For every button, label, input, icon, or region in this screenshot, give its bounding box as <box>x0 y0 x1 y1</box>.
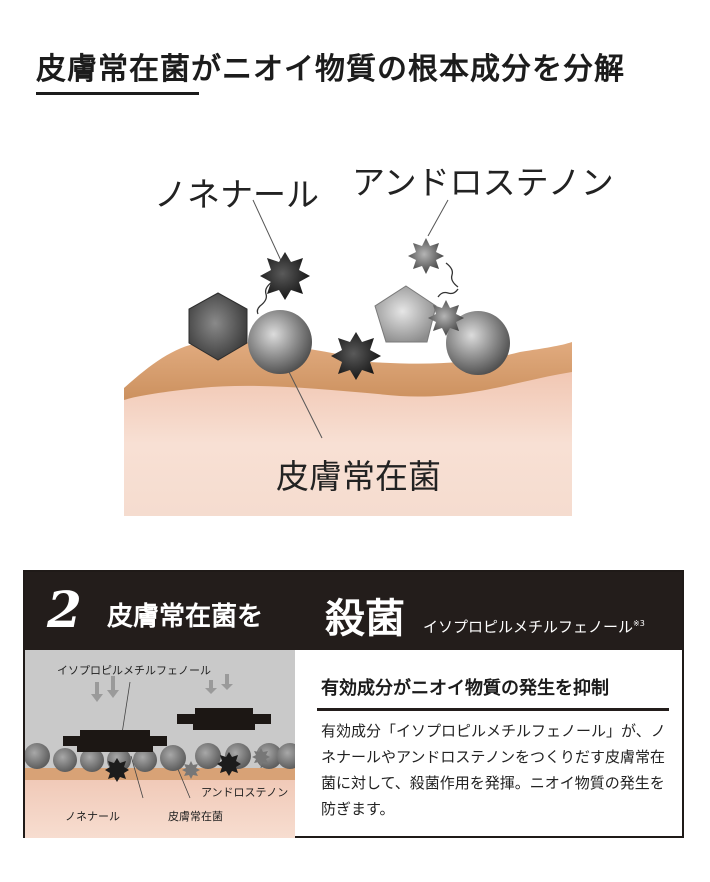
spiky-molecule-icon <box>408 238 444 274</box>
footnote-mark: ※3 <box>633 619 645 628</box>
heading-rule <box>317 708 669 711</box>
odor-diagram: ノネナール アンドロステノン 皮膚常在菌 <box>0 110 710 550</box>
mini-nonenal-label: ノネナール <box>65 810 120 823</box>
mini-ingredient-label: イソプロピルメチルフェノール <box>57 664 211 677</box>
nonenal-label: ノネナール <box>154 175 319 214</box>
description-column: 有効成分がニオイ物質の発生を抑制 有効成分「イソプロピルメチルフェノール」が、ノ… <box>315 650 682 838</box>
down-arrow-icon <box>91 674 233 702</box>
bacteria-sphere-icon <box>446 311 510 375</box>
hexagon-molecule-icon <box>188 292 248 361</box>
ingredient-name: イソプロピルメチルフェノール※3 <box>423 616 645 637</box>
panel-title: 皮膚常在菌を <box>107 602 264 632</box>
title-underline <box>36 92 199 95</box>
sterilize-panel: 2 皮膚常在菌を 殺菌 イソプロピルメチルフェノール※3 <box>23 570 684 838</box>
pentagon-molecule-icon <box>374 285 437 343</box>
bacteria-label: 皮膚常在菌 <box>276 457 441 496</box>
spiky-molecule-icon <box>260 252 310 300</box>
panel-title-emphasis: 殺菌 <box>325 596 405 642</box>
androstenone-label: アンドロステノン <box>352 163 614 202</box>
bacteria-sphere-icon <box>248 310 312 374</box>
mini-bacteria-label: 皮膚常在菌 <box>168 810 223 823</box>
description-heading: 有効成分がニオイ物質の発生を抑制 <box>321 678 609 699</box>
page-title: 皮膚常在菌がニオイ物質の根本成分を分解 <box>36 52 625 87</box>
description-body: 有効成分「イソプロピルメチルフェノール」が、ノネナールやアンドロステノンをつくり… <box>321 722 666 818</box>
spiky-molecule-icon <box>331 332 381 380</box>
spiky-molecule-icon <box>428 300 464 336</box>
step-number: 2 <box>47 580 82 639</box>
panel-header: 2 皮膚常在菌を 殺菌 イソプロピルメチルフェノール※3 <box>25 572 682 650</box>
mini-androstenone-label: アンドロステノン <box>201 786 289 799</box>
mini-diagram: イソプロピルメチルフェノール アンドロステノン ノネナール 皮膚常在菌 <box>25 650 295 838</box>
ingredient-text: イソプロピルメチルフェノール <box>423 618 634 636</box>
